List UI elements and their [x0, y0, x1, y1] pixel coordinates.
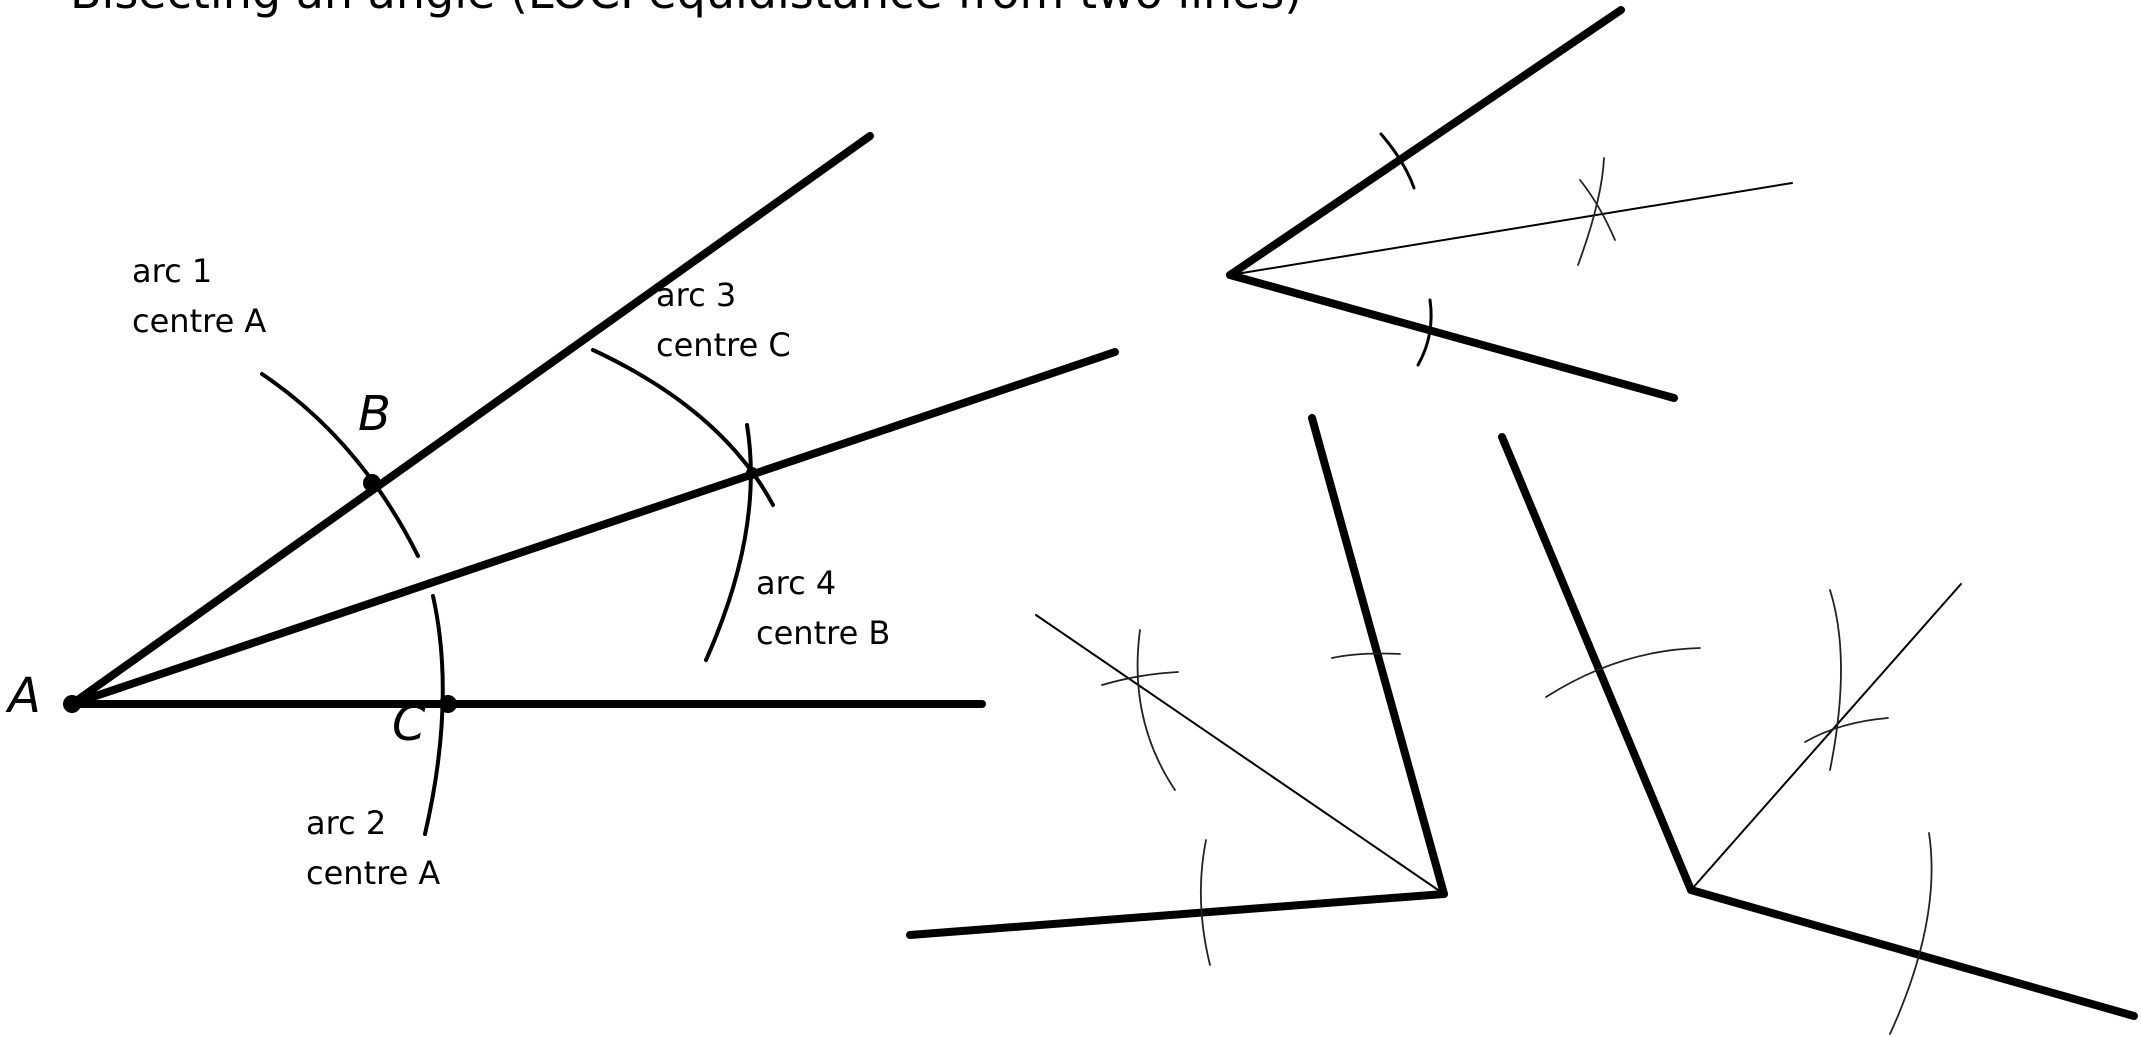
- example-4-arc-lower: [1889, 832, 1933, 1035]
- example-3-arc-cross-a: [1136, 629, 1176, 791]
- example-3-construction: [906, 414, 1448, 966]
- diagram-title: Bisecting an angle (LOCI equidistance fr…: [70, 0, 1302, 19]
- example-4-upper-arm: [1498, 433, 1695, 894]
- point-b-label: B: [358, 386, 391, 442]
- example-4-arc-cross-b: [1804, 717, 1889, 743]
- example-3-upper-arm: [1308, 414, 1448, 898]
- arc-4: [704, 423, 753, 662]
- example-4-arc-upper: [1545, 647, 1701, 698]
- main-construction: A B C arc 1 centre A arc 2 centre A arc …: [5, 132, 1119, 892]
- arc-1-label-line-2: centre A: [132, 302, 266, 340]
- example-2-arc-cross-b: [1579, 179, 1616, 241]
- example-2-upper-arm: [1226, 6, 1625, 279]
- example-4-construction: [1498, 433, 2138, 1035]
- arc-1-label-line-1: arc 1: [132, 252, 212, 290]
- arc-2: [423, 594, 445, 836]
- example-3-arc-lower: [1199, 839, 1211, 966]
- arc-3-label-line-1: arc 3: [656, 276, 736, 314]
- upper-arm: [68, 132, 874, 708]
- example-3-arc-cross-b: [1101, 671, 1179, 686]
- arc-3: [591, 348, 775, 507]
- example-3-lower-arm: [906, 890, 1448, 939]
- example-3-bisector: [1035, 614, 1445, 895]
- example-2-arc-upper: [1379, 132, 1416, 190]
- point-a-marker: [63, 695, 81, 713]
- example-2-bisector: [1229, 182, 1793, 276]
- point-b-marker: [363, 474, 381, 492]
- arc-3-label-line-2: centre C: [656, 326, 791, 364]
- point-c-marker: [439, 695, 457, 713]
- arc-2-label-line-2: centre A: [306, 854, 440, 892]
- example-2-arc-lower: [1416, 298, 1433, 367]
- point-a-label: A: [5, 668, 41, 724]
- arc-4-label-line-1: arc 4: [756, 564, 836, 602]
- example-3-arc-upper: [1331, 652, 1401, 659]
- example-4-lower-arm: [1687, 886, 2138, 1020]
- arc-intersection-marker: [746, 467, 758, 479]
- example-2-arc-cross-a: [1577, 157, 1605, 266]
- example-4-arc-cross-a: [1829, 589, 1842, 771]
- example-2-lower-arm: [1226, 271, 1678, 402]
- example-4-bisector: [1690, 583, 1962, 891]
- arc-2-label-line-1: arc 2: [306, 804, 386, 842]
- arc-4-label-line-2: centre B: [756, 614, 890, 652]
- point-c-label: C: [392, 696, 426, 752]
- example-2-construction: [1226, 6, 1793, 402]
- arc-1: [260, 372, 420, 558]
- bisector-line: [68, 348, 1119, 708]
